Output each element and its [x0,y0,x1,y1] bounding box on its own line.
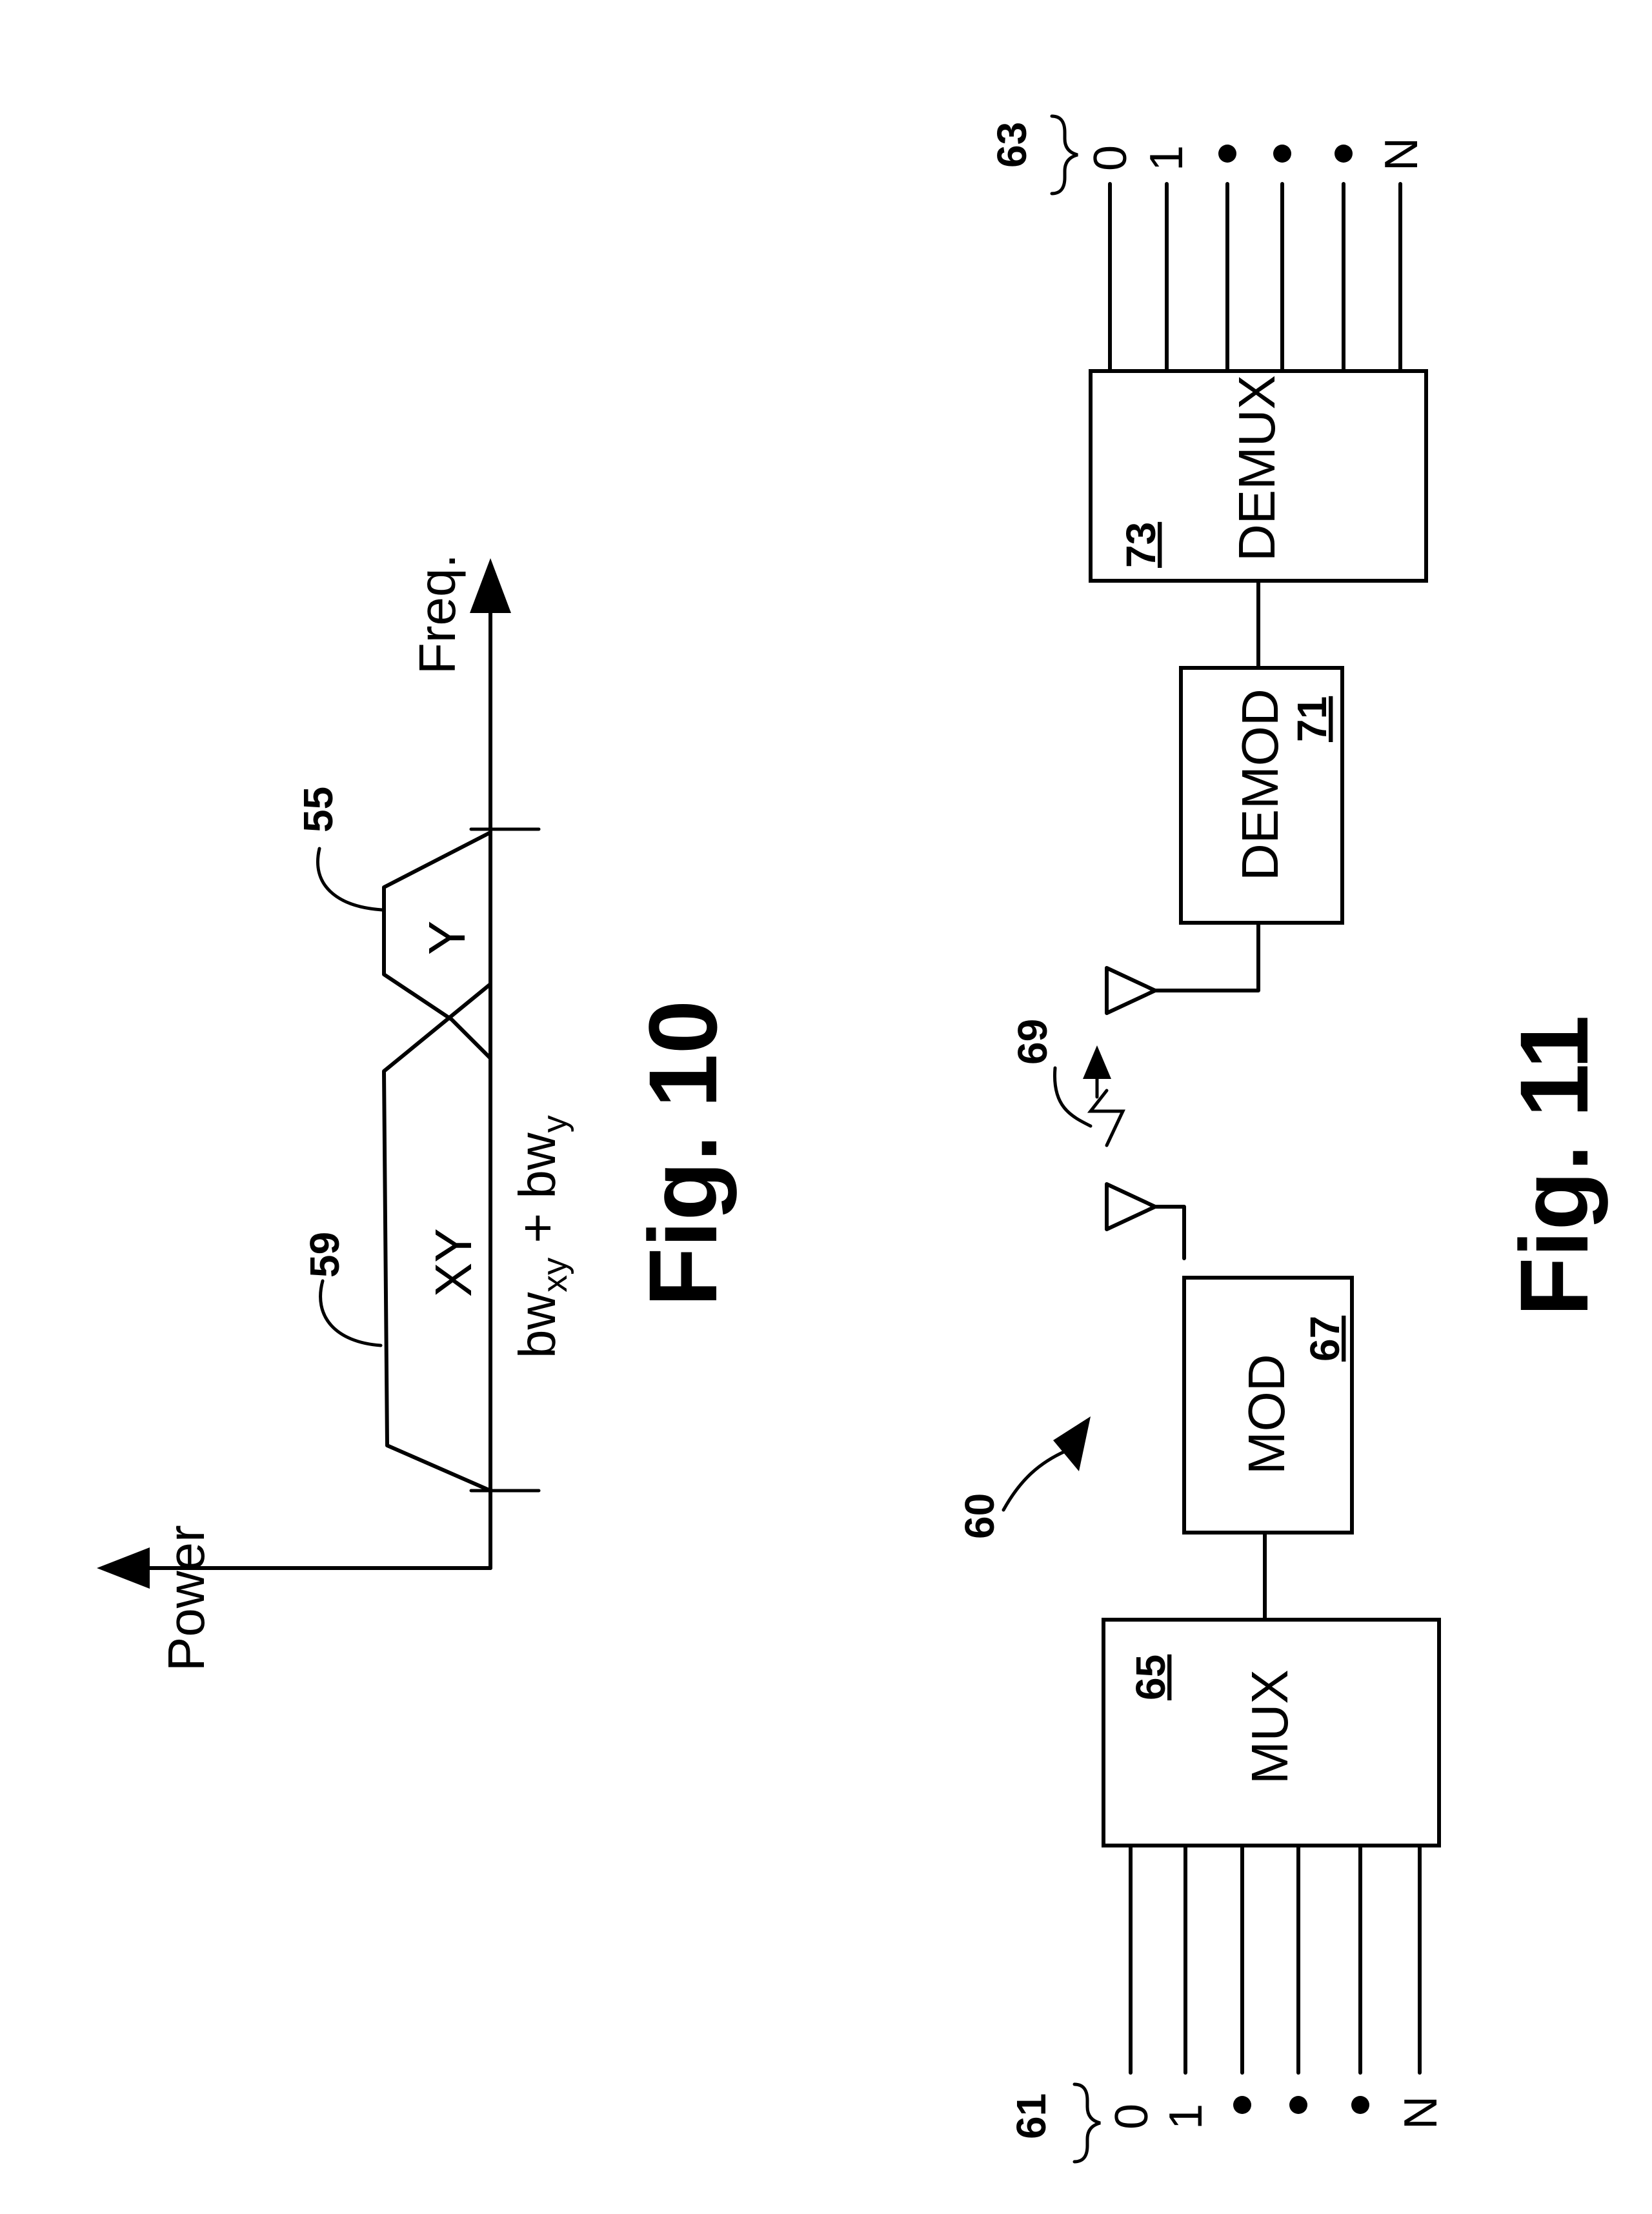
ref-59-leader [321,1281,381,1345]
rf-link-arrow-icon [1083,1045,1111,1079]
mod-ref: 67 [1302,1316,1348,1362]
output-ellipsis-dot [1273,145,1291,163]
power-axis-label: Power [157,1525,215,1671]
ref-59: 59 [301,1232,348,1278]
output-ellipsis-dot [1218,145,1236,163]
output-ellipsis-dot [1335,145,1353,163]
fig-10: Power Freq. XY Y 59 55 bwxy + bwy Fig. 1… [97,554,737,1671]
input-ellipsis-dot [1233,2096,1251,2114]
mux-ref: 65 [1127,1655,1174,1700]
ref-60-arrow-icon [1053,1416,1091,1471]
mod-label: MOD [1238,1354,1295,1474]
demux-label: DEMUX [1228,375,1285,561]
rx-antenna-feed [1155,923,1258,991]
ref-61: 61 [1008,2093,1054,2139]
bandwidth-expression: bwxy + bwy [509,1115,574,1358]
ref-60-leader [1003,1449,1071,1510]
output-line-n: N [1376,137,1427,171]
rx-antenna-icon [1107,968,1155,1013]
input-ellipsis-dot [1351,2096,1369,2114]
fig-11: 0 1 N 61 65 MUX MOD 67 60 69 [956,116,1608,2162]
ref-60: 60 [956,1493,1003,1539]
ref-55-leader [317,849,382,910]
ref-55: 55 [295,787,341,832]
fig-10-caption: Fig. 10 [629,1000,737,1307]
freq-axis-label: Freq. [408,554,466,674]
output-line-0: 0 [1085,145,1136,171]
outputs-brace [1052,116,1078,194]
output-lines [1110,184,1400,371]
freq-axis-arrow-icon [470,558,511,613]
ref-63: 63 [989,122,1035,168]
demux-ref: 73 [1118,522,1164,568]
region-xy-label: XY [425,1228,482,1297]
output-line-1: 1 [1141,145,1193,171]
power-axis-arrow-icon [97,1547,150,1589]
input-line-n: N [1395,2096,1447,2129]
tx-antenna-feed [1155,1207,1184,1258]
mux-label: MUX [1241,1669,1298,1784]
demod-label: DEMOD [1231,689,1289,881]
demod-ref: 71 [1289,696,1335,742]
input-ellipsis-dot [1289,2096,1307,2114]
inputs-brace [1074,2084,1100,2162]
input-line-1: 1 [1160,2104,1212,2129]
input-lines [1131,1846,1420,2073]
fig-11-caption: Fig. 11 [1500,1015,1608,1316]
region-y-label: Y [418,921,476,955]
ref-69: 69 [1009,1019,1056,1065]
rf-link-zigzag [1091,1091,1123,1145]
tx-antenna-icon [1107,1184,1155,1229]
input-line-0: 0 [1106,2104,1158,2129]
